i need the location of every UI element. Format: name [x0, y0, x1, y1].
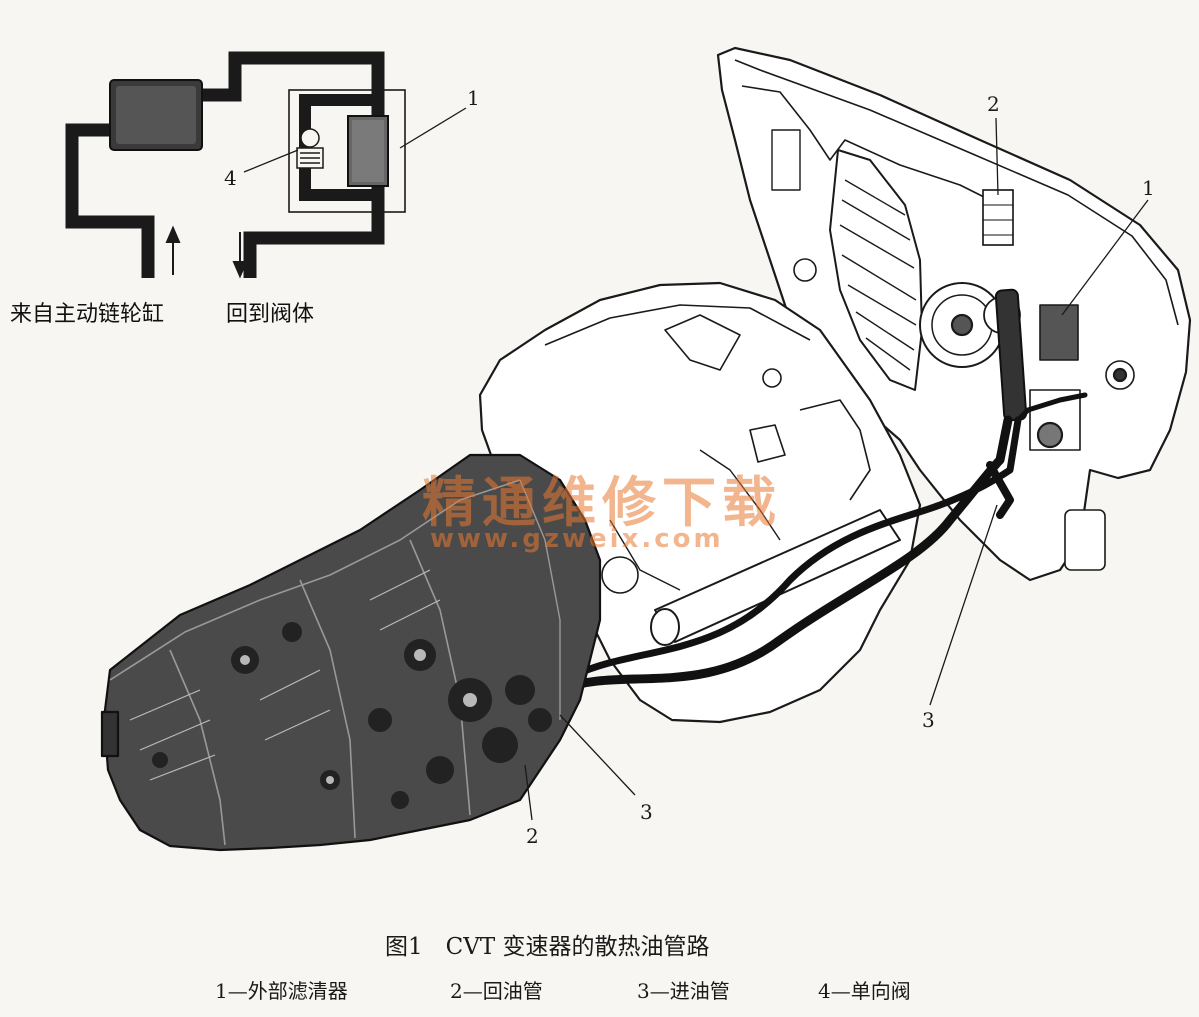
cvt-transmission: [100, 453, 602, 852]
radiator-frame: [716, 46, 1192, 582]
external-filter: [347, 115, 389, 187]
oil-lines: [555, 392, 1088, 695]
figure-caption: 图1 CVT 变速器的散热油管路: [385, 934, 710, 960]
watermark-url: www.gzweix.com: [430, 524, 724, 554]
legend-item-inlet-pipe: 3—进油管: [637, 979, 730, 1003]
label-from-sprocket-cylinder: 来自主动链轮缸: [10, 302, 165, 327]
label-to-valve-body: 回到阀体: [226, 302, 315, 327]
callout-1-filter: 1: [1142, 176, 1155, 200]
callout-3-inlet-bottom: 3: [640, 800, 653, 824]
check-valve: [296, 128, 324, 169]
schematic-callout-1: 1: [467, 86, 480, 110]
return-hose: [571, 416, 1022, 679]
cooler-outlet-line: [198, 51, 385, 102]
flow-arrows: [165, 225, 248, 279]
legend-item-return-pipe: 2—回油管: [450, 979, 543, 1003]
schematic-leaders: [243, 107, 467, 173]
callout-3-inlet-right: 3: [922, 708, 935, 732]
callout-2-return-bottom: 2: [526, 824, 539, 848]
illustration-leaders: [524, 117, 1149, 821]
callout-2-return-top: 2: [987, 92, 1000, 116]
filter-frame: [288, 89, 406, 213]
legend-item-filter: 1—外部滤清器: [215, 979, 348, 1003]
legend-item-check-valve: 4—单向阀: [818, 979, 911, 1003]
watermark-title: 精通维修下载: [422, 471, 782, 534]
schematic: [65, 51, 406, 278]
inlet-line: [65, 123, 155, 278]
oil-cooler: [109, 79, 203, 151]
schematic-callout-4: 4: [224, 166, 237, 190]
